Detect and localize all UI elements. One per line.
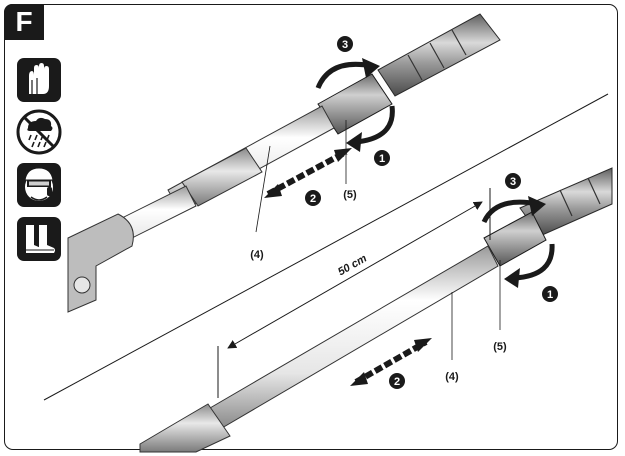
top-step-1: 1 xyxy=(379,153,385,165)
bottom-part-label-4: (4) xyxy=(445,371,459,383)
no-rain-icon xyxy=(16,109,62,155)
top-upper-pole xyxy=(377,13,501,97)
top-slider-grip xyxy=(181,147,263,207)
bottom-step-1: 1 xyxy=(547,289,553,301)
top-step-1-marker xyxy=(374,150,390,166)
bottom-step-3-marker xyxy=(505,173,521,189)
bottom-part-label-5: (5) xyxy=(493,341,507,353)
bottom-step-2: 2 xyxy=(394,376,400,388)
helmet-visor-ear-protection-icon xyxy=(17,163,61,207)
bottom-assembly: 3 2 1 50 cm (4) (5) xyxy=(139,167,613,453)
bottom-step-2-marker xyxy=(389,373,405,389)
bottom-handle-grip xyxy=(139,403,231,453)
top-assembly: 3 2 1 (4) (5) xyxy=(67,13,501,313)
top-part-label-5: (5) xyxy=(343,189,357,201)
top-slide-arrow xyxy=(264,148,352,198)
bottom-rotate-arrow-lower xyxy=(513,243,555,281)
gloves-icon xyxy=(17,58,61,102)
top-part-label-4: (4) xyxy=(250,249,264,261)
bottom-lock-collar xyxy=(483,211,547,267)
bottom-step-3: 3 xyxy=(510,176,516,188)
figure-letter: F xyxy=(4,4,44,40)
boots-icon xyxy=(17,217,61,261)
top-step-3-marker xyxy=(337,36,353,52)
top-rotate-arrow-lower xyxy=(355,105,395,145)
dimension-label: 50 cm xyxy=(336,252,369,278)
bottom-inner-tube xyxy=(209,245,499,429)
dimension-line xyxy=(217,188,491,398)
figure-frame xyxy=(4,4,618,450)
top-step-2: 2 xyxy=(310,193,316,205)
top-step-3: 3 xyxy=(342,39,348,51)
bottom-step-1-marker xyxy=(542,286,558,302)
top-tool-head xyxy=(67,213,134,313)
